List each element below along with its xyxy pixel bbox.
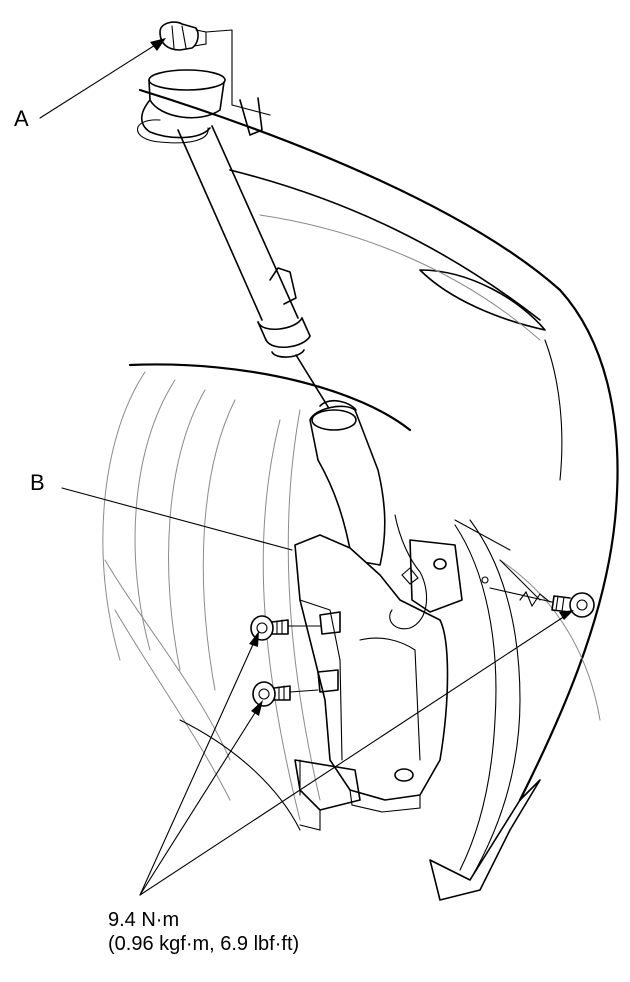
- clip-a: [159, 21, 233, 51]
- torque-spec: 9.4 N·m (0.96 kgf·m, 6.9 lbf·ft): [108, 908, 299, 956]
- callout-a: A: [14, 106, 29, 131]
- bolt-lower-left: [252, 681, 319, 707]
- washer-reservoir: [294, 405, 551, 831]
- filler-neck: [136, 29, 357, 411]
- torque-value-imperial: (0.96 kgf·m, 6.9 lbf·ft): [108, 933, 300, 955]
- callout-b: B: [30, 470, 45, 495]
- front-bumper-shell: [138, 88, 619, 901]
- inner-fender-liner: [102, 363, 412, 831]
- leader-b: [61, 487, 293, 551]
- bolt-right: [481, 576, 595, 618]
- leader-a: [39, 38, 166, 119]
- torque-value-nm: 9.4 N·m: [108, 909, 180, 931]
- torque-leaders: [139, 610, 574, 896]
- bolt-upper-left: [250, 615, 321, 641]
